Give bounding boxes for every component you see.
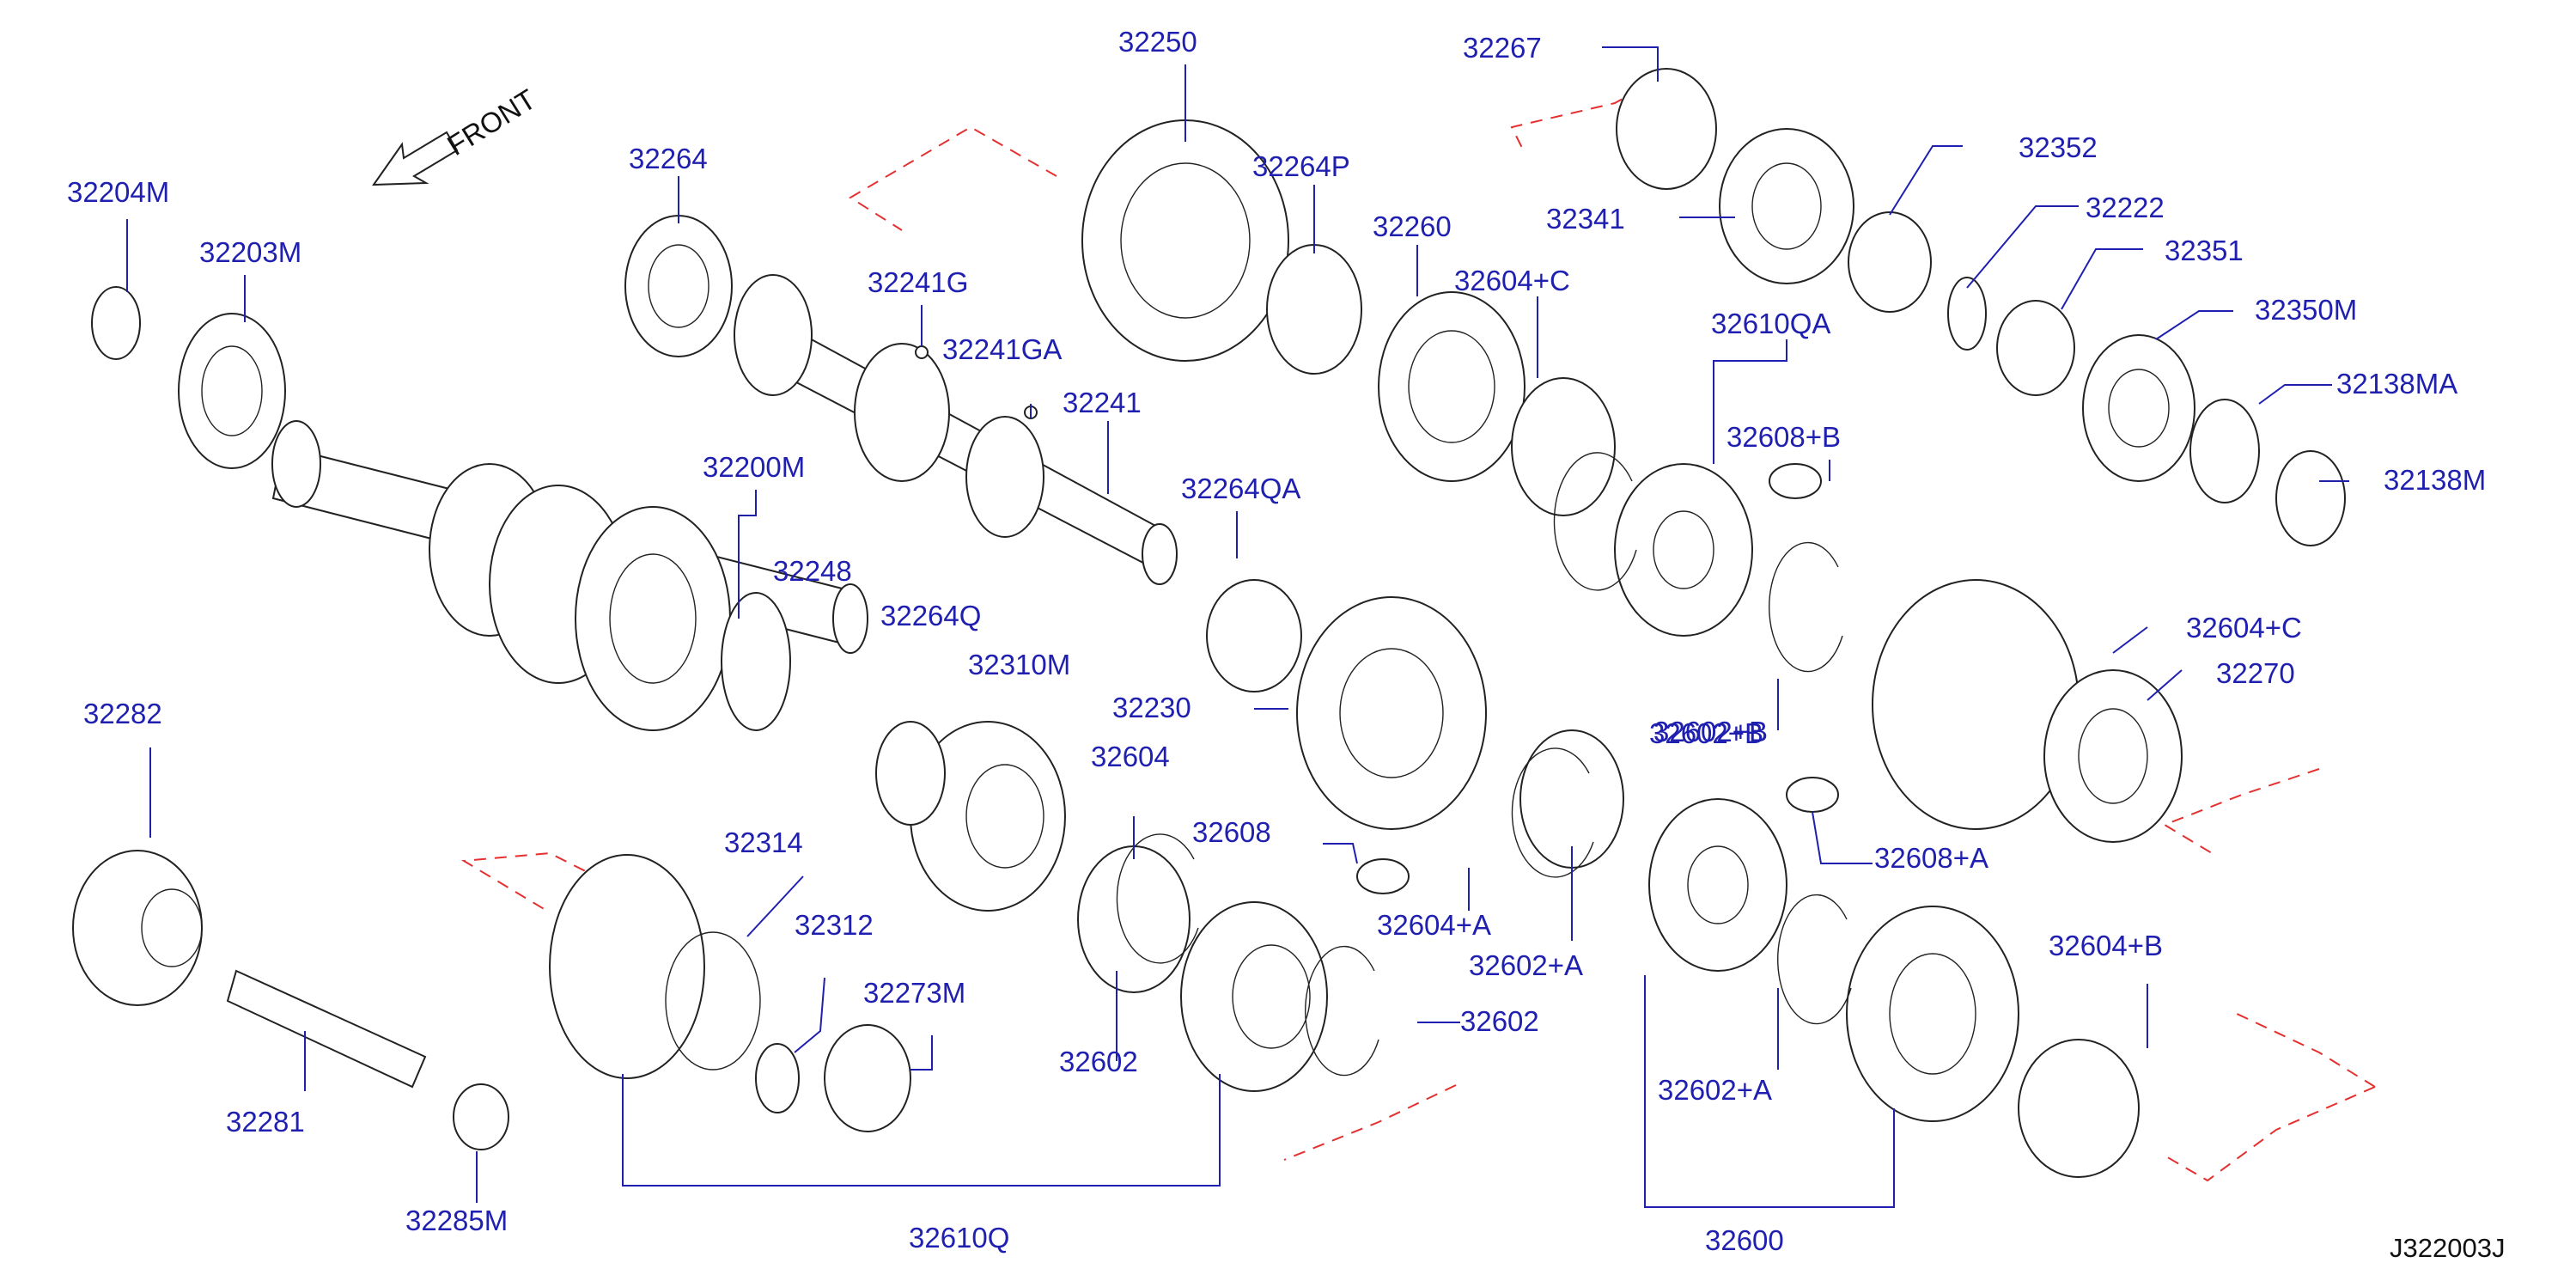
part-label: 32222 [2086, 192, 2165, 223]
gear-32314 [549, 854, 705, 1079]
part-label: 32273M [863, 977, 965, 1009]
front-label: FRONT [442, 82, 541, 162]
gear-32270 [1872, 579, 2080, 830]
part-label: 32312 [795, 909, 874, 941]
hub-32604c [1511, 377, 1616, 516]
part-label: 32604+C [1454, 265, 1570, 296]
part-label: 32203M [199, 236, 301, 268]
front-arrow: FRONT [372, 82, 541, 186]
bearing-32264qa [1206, 579, 1302, 692]
gears-middle [1206, 463, 2183, 972]
insert-32608 [1356, 858, 1410, 894]
part-label: 32600 [1705, 1224, 1784, 1256]
part-label: 32610QA [1711, 308, 1830, 339]
diagram-code: J322003J [2390, 1233, 2505, 1263]
part-label: 32314 [724, 827, 803, 858]
gear-cluster-32200m [429, 463, 791, 731]
part-label: 32602 [1460, 1005, 1539, 1037]
part-label: 32264P [1252, 150, 1350, 182]
part-label: 32260 [1373, 210, 1452, 242]
gears-top [1081, 68, 2346, 546]
bearing-32264 [624, 215, 733, 357]
gear-32230 [1296, 596, 1487, 830]
leader-lines [126, 46, 2349, 1208]
bearing-32264p [1266, 244, 1362, 375]
shaft-32281 [226, 969, 427, 1089]
part-label: 32264 [629, 143, 708, 174]
gear-32282 [72, 850, 203, 1006]
part-label: 32138MA [2336, 368, 2457, 400]
bushing-32352 [1848, 211, 1932, 313]
part-label: 32250 [1118, 26, 1197, 58]
part-label: 32602+B [1653, 716, 1768, 747]
part-label: 32602+B [1649, 717, 1763, 749]
part-label: 32204M [67, 176, 169, 208]
part-label: 32350M [2255, 294, 2357, 326]
part-label: 32267 [1463, 32, 1542, 64]
part-label: 32341 [1546, 203, 1625, 235]
gear-rear [2043, 669, 2183, 843]
shim-32138ma [2189, 399, 2260, 503]
bearing-32203m [178, 313, 286, 469]
insert-32608a [1786, 777, 1839, 813]
insert-32608b [1769, 463, 1822, 499]
part-label: 32351 [2165, 235, 2244, 266]
gear-32604b [1846, 906, 2019, 1122]
part-label: 32241 [1063, 387, 1142, 418]
bushing-32267 [1616, 68, 1717, 190]
part-labels: 32250 32267 32204M 32264 32264P 32352 32… [67, 26, 2486, 1256]
part-label: 32200M [703, 451, 805, 483]
part-label: 32604+A [1377, 909, 1491, 941]
part-label: 32602+A [1658, 1074, 1772, 1106]
part-label: 32241GA [942, 333, 1062, 365]
gear-32260 [1378, 291, 1526, 482]
part-label: 32241G [868, 266, 968, 298]
part-label: 32608+A [1874, 842, 1988, 874]
ring-32222 [1947, 277, 1987, 351]
sleeve-32600 [1648, 798, 1787, 972]
part-label: 32248 [773, 555, 852, 587]
bearing-32350m [2082, 334, 2195, 482]
synchro-rings [1116, 452, 1852, 1077]
bearing-32264q [875, 721, 946, 826]
sleeve-32610qa [1614, 463, 1753, 637]
ring-32312 [755, 1043, 800, 1113]
bushing-32273m [824, 1024, 911, 1132]
part-label: 32282 [83, 698, 162, 729]
ring-32604 [1077, 845, 1191, 993]
gear-32610q [1180, 901, 1328, 1092]
part-label: 32285M [405, 1205, 508, 1236]
snap-ring-32204m [91, 286, 141, 360]
part-label: 32602 [1059, 1046, 1138, 1077]
part-label: 32230 [1112, 692, 1191, 723]
counter-shaft [734, 274, 1178, 585]
part-label: 32604+B [2049, 930, 2163, 961]
gear-32341 [1719, 128, 1854, 284]
part-label: 32264QA [1181, 473, 1300, 504]
part-label: 32264Q [880, 600, 981, 631]
part-label: 32604+C [2186, 612, 2302, 644]
bearings-upper-left [91, 215, 733, 469]
bushing-32285m [453, 1083, 509, 1150]
part-label: 32610Q [909, 1222, 1009, 1254]
part-label: 32270 [2216, 657, 2295, 689]
bearing-32351 [1996, 300, 2075, 396]
part-label: 32608 [1192, 816, 1271, 848]
gears-lower [72, 721, 2140, 1178]
part-label: 32138M [2384, 464, 2486, 496]
part-label: 32310M [968, 649, 1070, 680]
shim-32138m [2275, 450, 2346, 546]
part-label: 32602+A [1469, 949, 1583, 981]
part-label: 32604 [1091, 741, 1170, 772]
part-label: 32608+B [1726, 421, 1841, 453]
part-label: 32352 [2019, 131, 2098, 163]
part-label: 32281 [226, 1106, 305, 1138]
hub-32604b [2018, 1039, 2140, 1178]
